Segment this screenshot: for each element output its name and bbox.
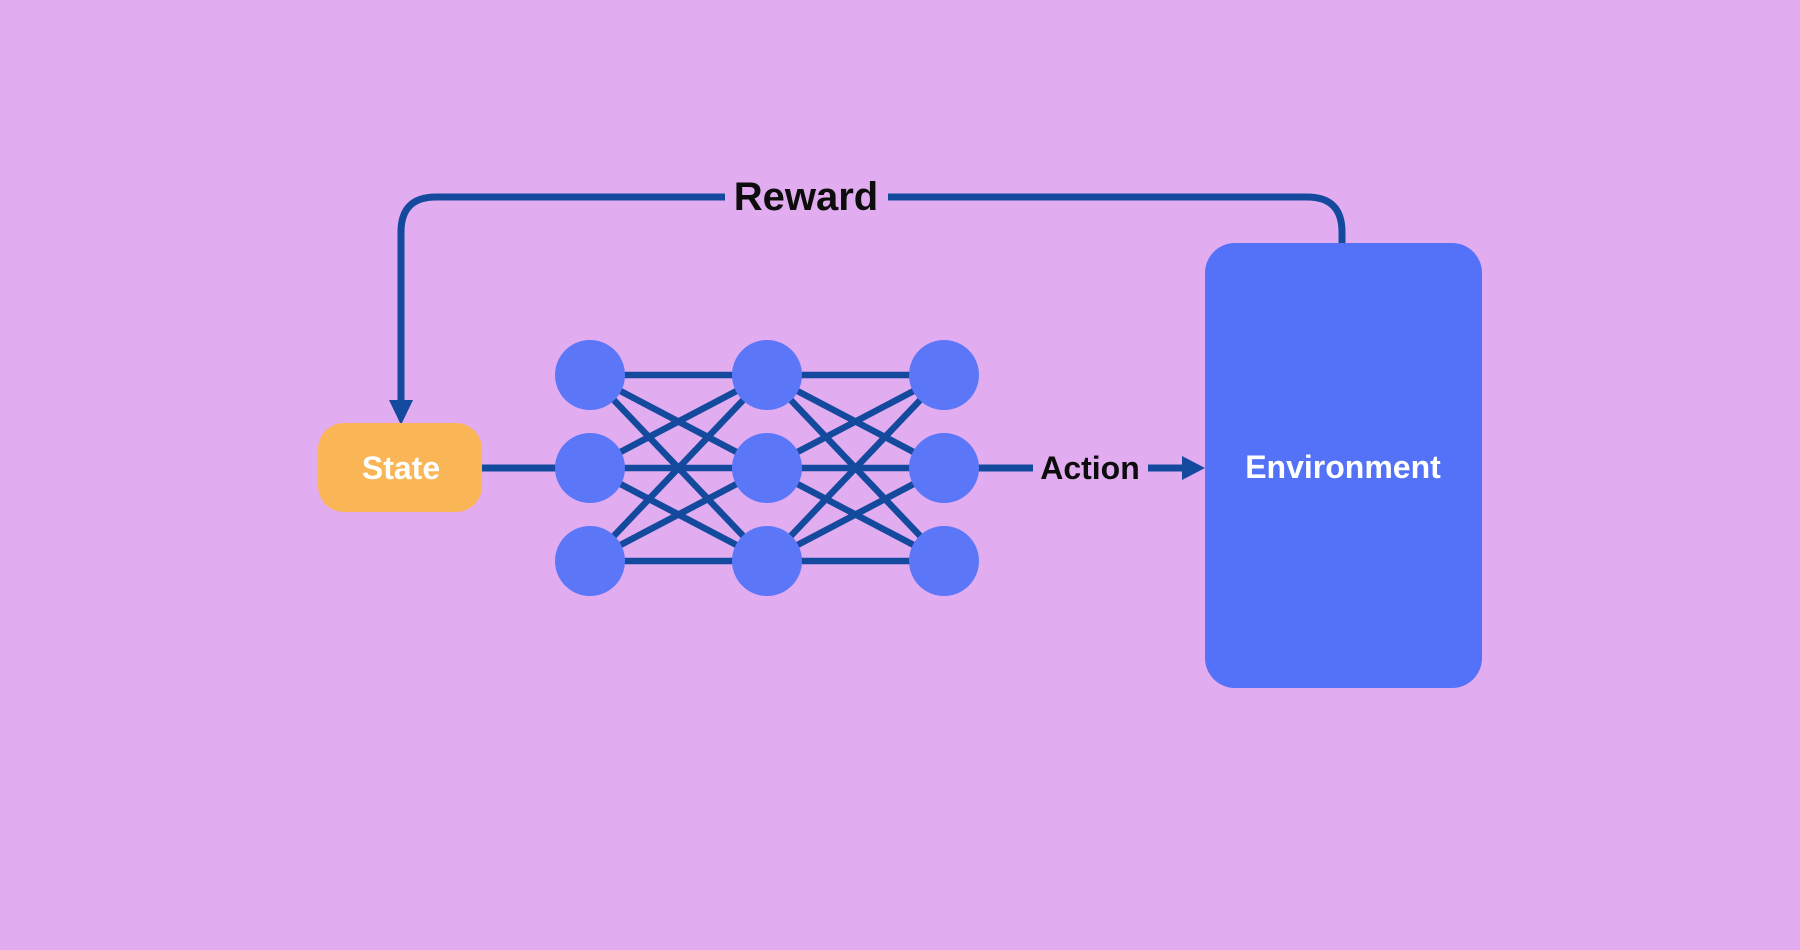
- network-node: [732, 433, 802, 503]
- reward-label: Reward: [734, 175, 879, 219]
- arrow-right-head-icon: [1182, 456, 1205, 480]
- state-box: [318, 423, 482, 512]
- reward-line-left-segment: [397, 193, 725, 403]
- network-nodes: [555, 340, 979, 596]
- network-node: [732, 340, 802, 410]
- state-label: State: [362, 450, 440, 486]
- reward-line-right-segment: [888, 193, 1346, 244]
- environment-label: Environment: [1245, 449, 1441, 485]
- network-node: [732, 526, 802, 596]
- network-link: [587, 372, 770, 564]
- network-node: [555, 340, 625, 410]
- network-node: [909, 340, 979, 410]
- network-node: [555, 433, 625, 503]
- network-link: [764, 372, 947, 564]
- network-node: [555, 526, 625, 596]
- action-label: Action: [1040, 450, 1140, 486]
- arrow-down-head-icon: [389, 400, 413, 425]
- network-node: [909, 526, 979, 596]
- network-node: [909, 433, 979, 503]
- environment-box: [1205, 243, 1482, 688]
